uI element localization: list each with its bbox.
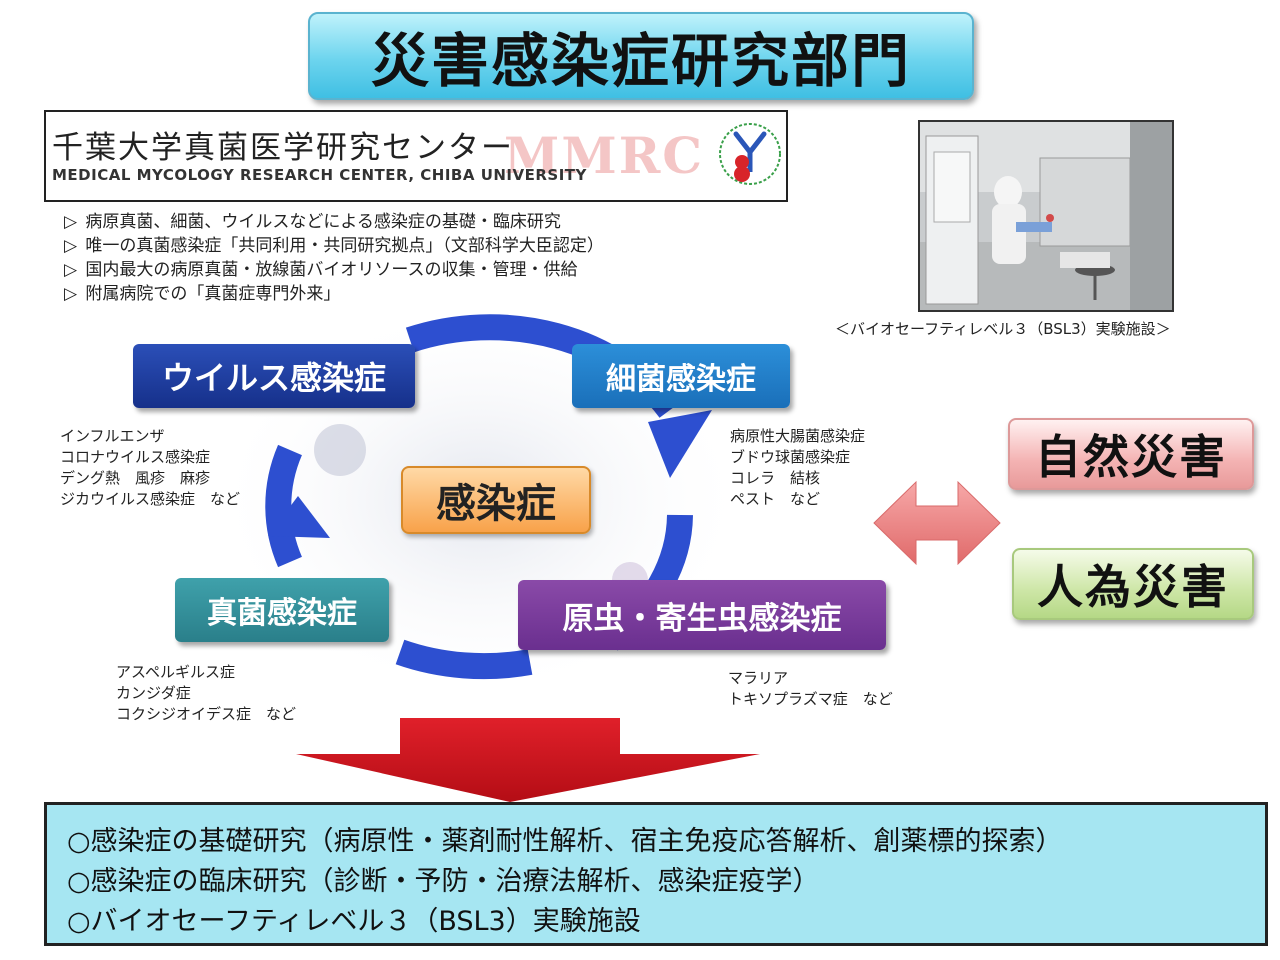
list-item: 病原性大腸菌感染症 — [730, 426, 865, 447]
parasite-examples: マラリア トキソプラズマ症 など — [728, 668, 893, 710]
list-item: カンジダ症 — [116, 683, 296, 704]
bsl3-lab-photo — [918, 120, 1174, 312]
list-item: マラリア — [728, 668, 893, 689]
list-item: トキソプラズマ症 など — [728, 689, 893, 710]
list-item: アスペルギルス症 — [116, 662, 296, 683]
category-virus: ウイルス感染症 — [133, 344, 415, 408]
center-infection-label: 感染症 — [401, 466, 591, 534]
human-disaster-box: 人為災害 — [1012, 548, 1254, 620]
list-item: コクシジオイデス症 など — [116, 704, 296, 725]
triangle-bullet-icon: ▷ — [64, 234, 80, 258]
page-title: 災害感染症研究部門 — [371, 14, 911, 98]
logo-name-jp: 千葉大学真菌医学研究センター — [52, 122, 514, 167]
virus-examples: インフルエンザ コロナウイルス感染症 デング熱 風疹 麻疹 ジカウイルス感染症 … — [60, 426, 240, 510]
category-parasite: 原虫・寄生虫感染症 — [518, 580, 886, 650]
feature-list: ▷ 病原真菌、細菌、ウイルスなどによる感染症の基礎・臨床研究 ▷ 唯一の真菌感染… — [64, 210, 604, 306]
category-bacteria: 細菌感染症 — [572, 344, 790, 408]
logo-name-en: MEDICAL MYCOLOGY RESEARCH CENTER, CHIBA … — [52, 166, 587, 184]
triangle-bullet-icon: ▷ — [64, 282, 80, 306]
list-item: ▷ 唯一の真菌感染症「共同利用・共同研究拠点」（文部科学大臣認定） — [64, 234, 604, 258]
list-item: コレラ 結核 — [730, 468, 865, 489]
research-summary: ○感染症の基礎研究（病原性・薬剤耐性解析、宿主免疫応答解析、創薬標的探索） ○感… — [44, 802, 1268, 946]
mmrc-logo: MMRC 千葉大学真菌医学研究センター MEDICAL MYCOLOGY RES… — [44, 110, 788, 202]
list-item: インフルエンザ — [60, 426, 240, 447]
mmrc-emblem-icon — [718, 118, 782, 190]
triangle-bullet-icon: ▷ — [64, 210, 80, 234]
list-item: デング熱 風疹 麻疹 — [60, 468, 240, 489]
summary-line: ○感染症の臨床研究（診断・予防・治療法解析、感染症疫学） — [67, 859, 820, 898]
list-item: ジカウイルス感染症 など — [60, 489, 240, 510]
natural-disaster-box: 自然災害 — [1008, 418, 1254, 490]
photo-caption: ＜バイオセーフティレベル３（BSL3）実験施設＞ — [835, 318, 1171, 339]
list-item: ペスト など — [730, 489, 865, 510]
list-item: ▷ 国内最大の病原真菌・放線菌バイオリソースの収集・管理・供給 — [64, 258, 604, 282]
down-arrow-icon — [296, 718, 856, 802]
summary-line: ○感染症の基礎研究（病原性・薬剤耐性解析、宿主免疫応答解析、創薬標的探索） — [67, 819, 1063, 858]
bacteria-examples: 病原性大腸菌感染症 ブドウ球菌感染症 コレラ 結核 ペスト など — [730, 426, 865, 510]
title-banner: 災害感染症研究部門 — [308, 12, 974, 100]
category-fungus: 真菌感染症 — [175, 578, 389, 642]
double-arrow-icon — [872, 478, 1002, 568]
list-item: ▷ 病原真菌、細菌、ウイルスなどによる感染症の基礎・臨床研究 — [64, 210, 604, 234]
summary-line: ○バイオセーフティレベル３（BSL3）実験施設 — [67, 899, 641, 938]
triangle-bullet-icon: ▷ — [64, 258, 80, 282]
list-item: ブドウ球菌感染症 — [730, 447, 865, 468]
fungus-examples: アスペルギルス症 カンジダ症 コクシジオイデス症 など — [116, 662, 296, 725]
list-item: コロナウイルス感染症 — [60, 447, 240, 468]
